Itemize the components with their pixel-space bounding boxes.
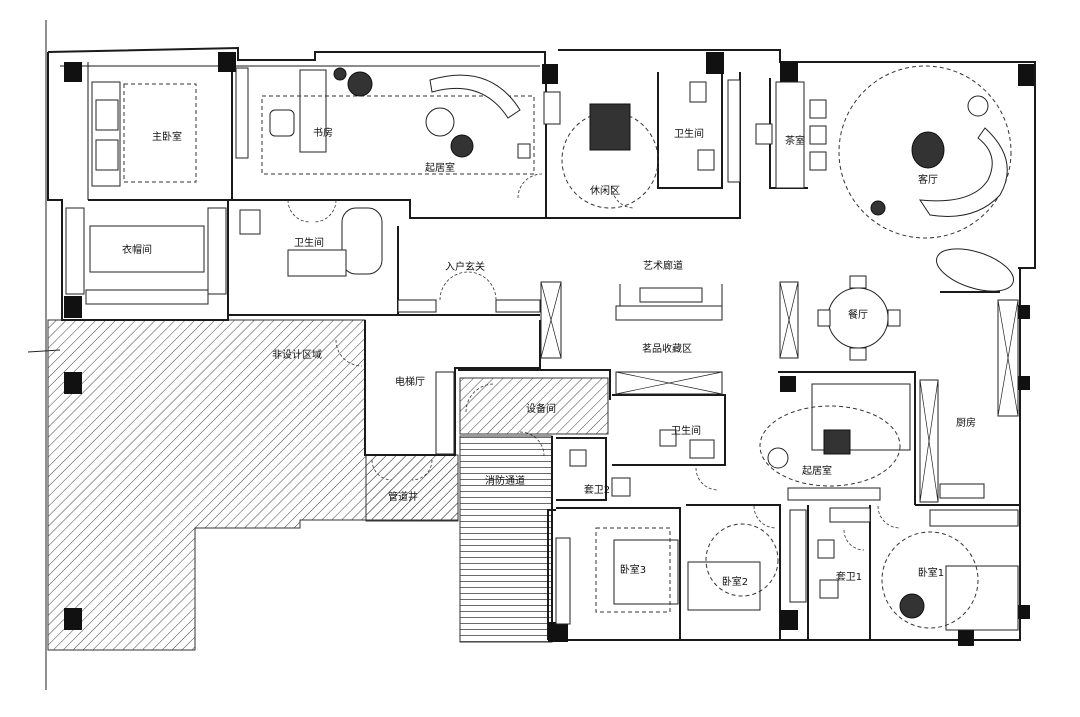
label-dining: 餐厅 [848, 308, 868, 321]
label-living-hall: 客厅 [918, 173, 938, 186]
label-bathroom-left: 卫生间 [294, 236, 324, 249]
label-master-bedroom: 主卧室 [152, 130, 182, 143]
label-equipment: 设备间 [526, 402, 556, 415]
label-art-corridor: 艺术廊道 [643, 259, 683, 272]
interior-walls [61, 56, 1020, 640]
label-suite-bath-1: 套卫1 [836, 570, 862, 583]
label-entrance: 入户玄关 [445, 260, 485, 273]
storage-cabinets [65, 67, 1019, 625]
label-bathroom-mid: 卫生间 [671, 424, 701, 437]
label-fire-passage: 消防通道 [485, 474, 525, 487]
columns [64, 52, 1034, 646]
room-labels: 主卧室 书房 起居室 休闲区 卫生间 茶室 客厅 衣帽间 卫生间 入户玄关 艺术… [122, 126, 976, 588]
label-wardrobe: 衣帽间 [122, 243, 152, 256]
label-lounge: 休闲区 [590, 184, 620, 197]
label-bedroom-2: 卧室2 [722, 575, 748, 588]
label-bathroom-top: 卫生间 [674, 127, 704, 140]
label-shaft: 管道井 [388, 490, 418, 503]
label-living-room-a: 起居室 [425, 161, 455, 174]
label-living-room-b: 起居室 [802, 464, 832, 477]
doors [287, 173, 901, 551]
label-bedroom-1: 卧室1 [918, 566, 944, 579]
label-elevator-hall: 电梯厅 [395, 375, 425, 388]
label-bedroom-3: 卧室3 [620, 563, 646, 576]
label-suite-bath-2: 套卫2 [584, 483, 610, 496]
label-study: 书房 [313, 126, 333, 139]
label-kitchen: 厨房 [956, 416, 976, 429]
furniture [89, 65, 1019, 631]
label-non-design: 非设计区域 [272, 348, 322, 361]
label-tea-collection: 茗品收藏区 [642, 342, 692, 355]
label-tea-room: 茶室 [785, 134, 805, 147]
